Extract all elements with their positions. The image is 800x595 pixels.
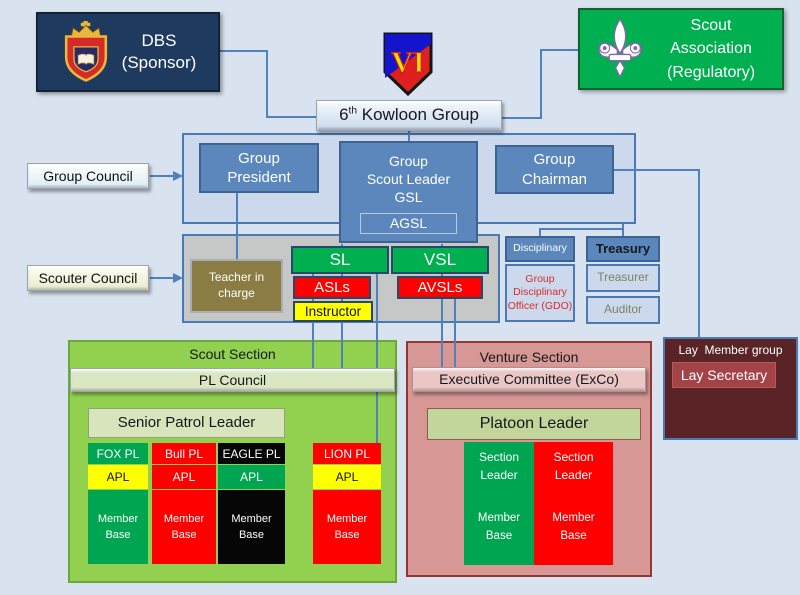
patrol-name: EAGLE PL [218, 443, 285, 464]
venture-column-green: Section Leader Member Base [464, 442, 534, 565]
member-base-cell: Member Base [88, 490, 148, 564]
member-base-cell: Member Base [313, 490, 381, 564]
member-base-cell: Member Base [218, 490, 285, 564]
dbs-sponsor-box: DBS (Sponsor) [36, 12, 220, 92]
auditor-box: Auditor [586, 296, 660, 324]
dbs-crest-icon [64, 21, 107, 82]
dbs-label: DBS (Sponsor) [121, 30, 197, 72]
member-base-cell: Member Base [464, 490, 534, 565]
avsls-box: AVSLs [397, 276, 483, 299]
kowloon-group-box: 6th Kowloon Group [316, 100, 502, 131]
patrol-column-eagle: EAGLE PL APL Member Base [218, 443, 285, 564]
instructor-box: Instructor [293, 301, 373, 322]
senior-patrol-leader-box: Senior Patrol Leader [88, 408, 285, 438]
patrol-column-bull: Bull PL APL Member Base [152, 443, 216, 564]
section-leader-cell: Section Leader [534, 442, 613, 490]
scouter-council-box: Scouter Council [27, 265, 149, 291]
sl-box: SL [291, 246, 389, 274]
disciplinary-header: Disciplinary [505, 236, 575, 262]
group-disciplinary-officer-box: Group Disciplinary Officer (GDO) [505, 264, 575, 322]
venture-section-title: Venture Section [479, 349, 579, 365]
group-council-box: Group Council [27, 163, 149, 189]
scout-section-title: Scout Section [189, 346, 276, 362]
group-chairman-box: Group Chairman [495, 145, 614, 194]
lay-secretary-box: Lay Secretary [672, 362, 776, 388]
vi-monogram-text: VI [391, 46, 424, 79]
scouter-council-label: Scouter Council [38, 269, 138, 286]
scout-association-box: Scout Association (Regulatory) [578, 8, 784, 90]
teacher-in-charge-box: Teacher in charge [190, 259, 283, 313]
patrol-name: LION PL [313, 443, 381, 464]
agsl-box: AGSL [360, 213, 457, 234]
patrol-name: Bull PL [152, 443, 216, 464]
platoon-leader-box: Platoon Leader [427, 408, 641, 440]
lay-member-group-container [663, 337, 798, 440]
apl-cell: APL [88, 465, 148, 489]
asls-box: ASLs [293, 276, 371, 299]
apl-cell: APL [313, 465, 381, 489]
section-leader-cell: Section Leader [464, 442, 534, 490]
apl-cell: APL [218, 465, 285, 489]
lay-member-group-title: Lay Member group [678, 343, 783, 357]
executive-committee-bar: Executive Committee (ExCo) [412, 367, 646, 392]
line-assoc-to-group [502, 49, 578, 119]
fleur-de-lis-icon [598, 18, 642, 79]
kowloon-group-label: 6th Kowloon Group [339, 105, 479, 125]
member-base-cell: Member Base [534, 490, 613, 565]
vi-group-shield-icon: VI [383, 32, 433, 96]
pl-council-bar: PL Council [70, 368, 395, 392]
scout-association-label: Scout Association (Regulatory) [666, 17, 756, 81]
treasurer-box: Treasurer [586, 264, 660, 292]
patrol-column-fox: FOX PL APL Member Base [88, 443, 148, 564]
apl-cell: APL [152, 465, 216, 489]
group-council-label: Group Council [43, 167, 133, 184]
patrol-column-lion: LION PL APL Member Base [313, 443, 381, 564]
member-base-cell: Member Base [152, 490, 216, 564]
patrol-name: FOX PL [88, 443, 148, 464]
venture-column-red: Section Leader Member Base [534, 442, 613, 565]
treasury-header: Treasury [586, 236, 660, 262]
group-president-box: Group President [199, 143, 319, 193]
vsl-box: VSL [391, 246, 489, 274]
line-dbs-to-group [220, 50, 316, 118]
